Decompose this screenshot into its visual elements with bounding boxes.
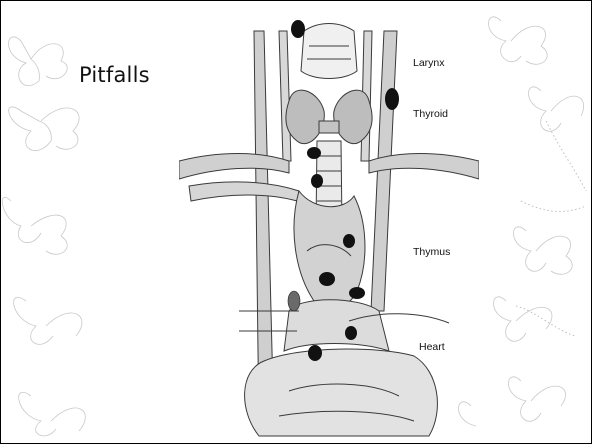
thymus-label: Thymus [413, 246, 450, 258]
heart-label: Heart [419, 341, 445, 353]
anatomy-illustration [179, 11, 479, 443]
thyroid-label: Thyroid [413, 108, 448, 120]
larynx-label: Larynx [413, 57, 445, 69]
slide-title: Pitfalls [79, 63, 150, 87]
